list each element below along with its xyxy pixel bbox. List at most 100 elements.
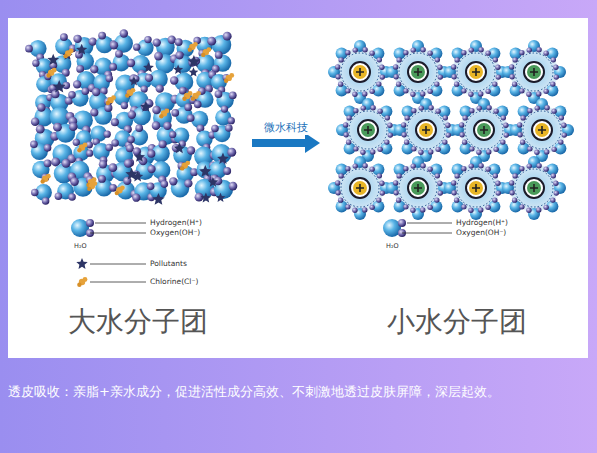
hydrogen-dot xyxy=(428,149,433,154)
hydrogen-dot xyxy=(345,50,350,55)
hydrogen-dot xyxy=(478,47,483,52)
pollutant-star xyxy=(47,54,59,65)
hydrogen-dot xyxy=(42,197,50,205)
hydrogen-dot xyxy=(454,173,459,178)
hydrogen-dot xyxy=(496,74,501,79)
hydrogen-dot xyxy=(60,33,68,41)
hydrogen-dot xyxy=(343,122,348,127)
hydrogen-dot xyxy=(335,74,340,79)
hydrogen-dot xyxy=(338,81,343,86)
cluster-glow xyxy=(460,106,508,154)
chlorine-blob xyxy=(69,48,74,53)
hydrogen-dot xyxy=(404,139,409,144)
hydrogen-dot xyxy=(454,197,459,202)
ion-core xyxy=(361,123,375,137)
hydrogen-dot xyxy=(369,205,374,210)
hydrogen-dot xyxy=(69,122,78,131)
hydrogen-dot xyxy=(396,81,401,86)
cluster-glow xyxy=(452,48,500,96)
hydrogen-dot xyxy=(459,132,464,137)
hydrogen-dot xyxy=(393,64,398,69)
hydrogen-dot xyxy=(503,123,508,128)
edge-label: 微水科技 xyxy=(262,120,310,135)
pollutant-star xyxy=(143,62,154,72)
cluster-ring xyxy=(515,169,553,207)
hydrogen-dot xyxy=(169,131,176,138)
hydrogen-dot xyxy=(461,166,466,171)
hydrogen-dot xyxy=(221,105,228,112)
hydrogen-dot xyxy=(53,123,62,132)
hydrogen-dot xyxy=(135,124,143,132)
hydrogen-dot xyxy=(89,37,97,45)
hydrogen-dot xyxy=(562,132,567,137)
hydrogen-dot xyxy=(435,57,440,62)
hydrogen-dot xyxy=(495,181,500,186)
plus-sign xyxy=(538,126,546,134)
hydrogen-dot xyxy=(145,74,153,82)
ion-core-ring xyxy=(474,120,494,140)
ion-core-ring xyxy=(466,62,486,82)
hydrogen-dot xyxy=(104,104,112,112)
hydrogen-dot xyxy=(559,115,564,120)
hydrogen-dot xyxy=(427,166,432,171)
hydrogen-dot xyxy=(403,88,408,93)
hydrogen-dot xyxy=(485,50,490,55)
hydrogen-dot xyxy=(227,148,236,157)
ion-core-ring xyxy=(350,62,370,82)
hydrogen-dot xyxy=(153,38,161,46)
hydrogen-dot xyxy=(554,74,559,79)
cluster-title: 小水分子团 xyxy=(322,303,592,341)
cluster-ring xyxy=(407,111,445,149)
hydrogen-dot xyxy=(427,205,432,210)
ion-core-ring xyxy=(524,62,544,82)
chlorine-blob xyxy=(46,174,51,179)
pollutant-star xyxy=(129,76,139,85)
hydrogen-dot xyxy=(120,29,128,37)
hydrogen-dot xyxy=(184,103,192,111)
hydrogen-dot xyxy=(486,105,491,110)
leader-line xyxy=(407,223,452,224)
hydrogen-dot xyxy=(380,74,385,79)
ion-core xyxy=(535,123,549,137)
ion-core xyxy=(411,65,425,79)
chlorine-blob xyxy=(188,47,192,51)
hydrogen-dot xyxy=(485,166,490,171)
hydrogen-dot xyxy=(385,115,390,120)
hydrogen-dot xyxy=(451,74,456,79)
hydrogen-dot xyxy=(32,59,39,66)
leader-line xyxy=(90,233,146,234)
pollutant-star xyxy=(134,151,145,161)
hydrogen-dot xyxy=(211,125,219,133)
chlorine-blob xyxy=(159,114,163,118)
hydrogen-dot xyxy=(469,108,474,113)
hydrogen-dot xyxy=(403,204,408,209)
hydrogen-dot xyxy=(543,50,548,55)
pollutant-star xyxy=(53,80,66,93)
hydrogen-dot xyxy=(520,115,525,120)
hydrogen-dot xyxy=(90,65,98,73)
hydrogen-dot xyxy=(527,108,532,113)
hydrogen-dot xyxy=(362,91,367,96)
hydrogen-dot xyxy=(36,125,45,134)
pollutant-star xyxy=(217,153,229,164)
plus-sign xyxy=(356,68,364,76)
hydrogen-dot xyxy=(73,139,80,146)
chlorine-blob xyxy=(111,95,116,100)
hydrogen-dot xyxy=(442,139,447,144)
hydrogen-dot xyxy=(527,146,532,151)
cluster-ring xyxy=(349,111,387,149)
hydrogen-dot xyxy=(428,105,433,110)
ion-core-ring xyxy=(466,178,486,198)
ion-core-ring xyxy=(416,120,436,140)
hydrogen-dot xyxy=(68,91,76,99)
hydrogen-dot xyxy=(133,43,140,50)
hydrogen-dot xyxy=(44,144,52,152)
hydrogen-dot xyxy=(427,89,432,94)
chlorine-blob xyxy=(182,97,186,101)
hydrogen-dot xyxy=(106,75,113,82)
hydrogen-dot xyxy=(509,64,514,69)
hydrogen-dot xyxy=(512,197,517,202)
leader-line xyxy=(95,223,146,224)
hydrogen-dot xyxy=(398,219,406,227)
hydrogen-dot xyxy=(519,88,524,93)
